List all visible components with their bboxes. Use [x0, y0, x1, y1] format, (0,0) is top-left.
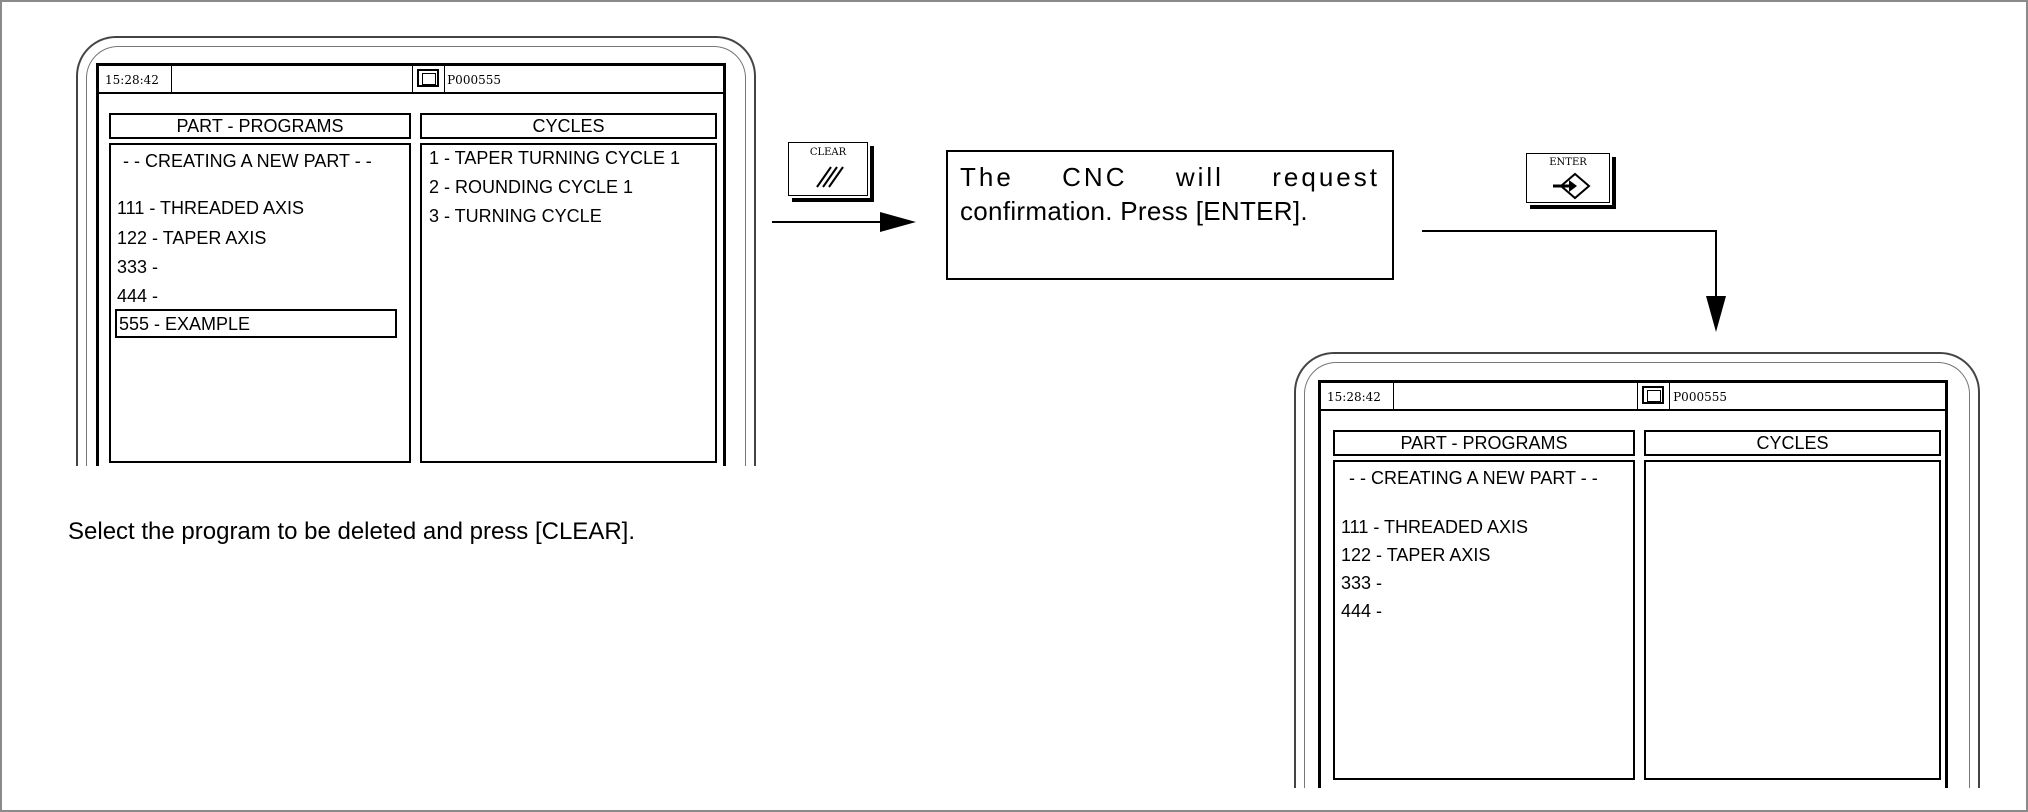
part-programs-list — [109, 143, 411, 463]
list-item[interactable]: 122 - TAPER AXIS — [117, 228, 267, 248]
status-divider — [1393, 383, 1394, 409]
selected-program-label: 555 - EXAMPLE — [119, 314, 251, 334]
list-item[interactable]: 111 - THREADED AXIS — [117, 198, 305, 218]
cycles-list — [1644, 460, 1941, 780]
selected-program[interactable]: 555 - EXAMPLE — [115, 309, 397, 338]
status-bar: 15:28:42 P000555 — [99, 66, 723, 94]
part-programs-header: PART - PROGRAMS — [109, 113, 411, 139]
status-bar: 15:28:42 P000555 — [1321, 383, 1945, 411]
list-item[interactable]: - - CREATING A NEW PART - - — [1349, 468, 1598, 488]
double-slash-icon — [816, 166, 844, 188]
clock-time: 15:28:42 — [1327, 390, 1381, 404]
list-item[interactable]: 122 - TAPER AXIS — [1341, 545, 1491, 565]
window-icon — [1642, 386, 1664, 404]
monitor-inner-bezel-2 — [1304, 362, 1970, 788]
list-item[interactable]: - - CREATING A NEW PART - - — [123, 151, 372, 171]
status-divider — [1637, 383, 1638, 409]
enter-keycap: ENTER — [1526, 153, 1610, 203]
program-number: P000555 — [1673, 390, 1727, 404]
confirmation-message: The CNC will request confirmation. Press… — [946, 150, 1394, 280]
list-item[interactable]: 111 - THREADED AXIS — [1341, 517, 1529, 537]
cycles-header: CYCLES — [420, 113, 717, 139]
instruction-caption: Select the program to be deleted and pre… — [68, 518, 635, 545]
message-word: CNC — [1062, 162, 1128, 192]
clear-key[interactable]: CLEAR — [788, 142, 874, 202]
clear-keycap: CLEAR — [788, 142, 868, 196]
monitor-bezel-2 — [1294, 352, 1980, 788]
list-item[interactable]: 333 - — [117, 257, 159, 277]
list-item[interactable]: 444 - — [117, 286, 159, 306]
flow-arrow-right — [772, 212, 916, 232]
cycles-header: CYCLES — [1644, 430, 1941, 456]
enter-key-label: ENTER — [1549, 157, 1587, 168]
key-shadow — [870, 146, 874, 202]
monitor-inner-bezel-1 — [86, 46, 746, 466]
cycle-item[interactable]: 3 - TURNING CYCLE — [429, 206, 602, 226]
program-number: P000555 — [447, 73, 501, 87]
list-item[interactable]: 333 - — [1341, 573, 1383, 593]
list-item[interactable]: 444 - — [1341, 601, 1383, 621]
status-divider — [412, 66, 413, 92]
message-word: request — [1272, 162, 1380, 192]
key-shadow — [1612, 157, 1616, 209]
key-shadow — [1530, 205, 1616, 209]
cycle-item[interactable]: 2 - ROUNDING CYCLE 1 — [429, 177, 634, 197]
window-icon — [417, 69, 439, 87]
cycle-item[interactable]: 1 - TAPER TURNING CYCLE 1 — [429, 148, 681, 168]
key-shadow — [792, 198, 874, 202]
status-divider — [1669, 383, 1670, 409]
clock-time: 15:28:42 — [105, 73, 159, 87]
message-line-2: confirmation. Press [ENTER]. — [960, 196, 1308, 226]
status-divider — [171, 66, 172, 92]
part-programs-list — [1333, 460, 1635, 780]
message-word: will — [1175, 162, 1224, 192]
cnc-screen-2: 15:28:42 P000555 PART - PROGRAMS CYCLES … — [1318, 380, 1948, 788]
flow-arrow-down — [1422, 230, 1726, 332]
cnc-screen-1: 15:28:42 P000555 PART - PROGRAMS CYCLES … — [96, 63, 726, 466]
enter-arrow-icon — [1553, 172, 1591, 200]
enter-key[interactable]: ENTER — [1526, 153, 1616, 209]
message-word: The — [960, 162, 1014, 192]
monitor-bezel-1 — [76, 36, 756, 466]
cycles-list — [420, 143, 717, 463]
clear-key-label: CLEAR — [809, 147, 847, 158]
part-programs-header: PART - PROGRAMS — [1333, 430, 1635, 456]
message-line-1: The CNC will request — [960, 160, 1380, 194]
status-divider — [444, 66, 445, 92]
